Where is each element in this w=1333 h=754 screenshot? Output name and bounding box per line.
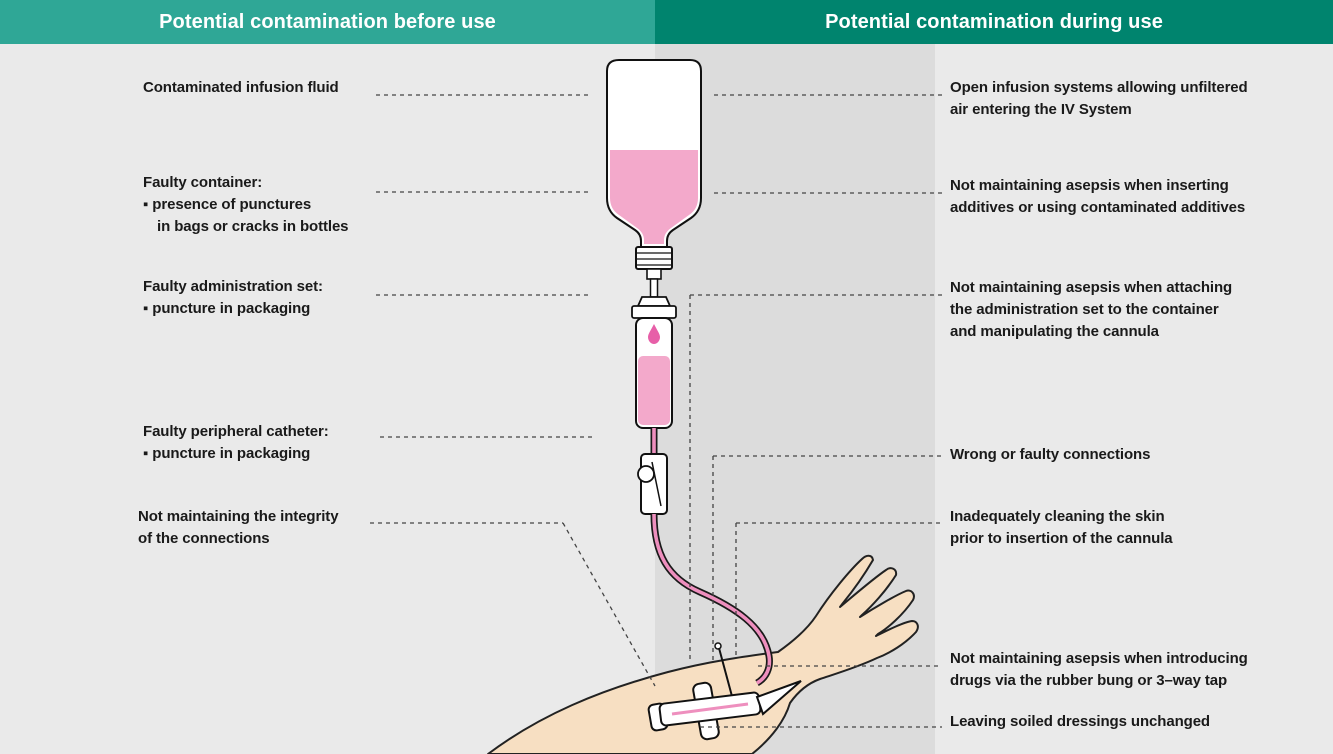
roller-clamp (637, 453, 668, 515)
label-attaching-administration-set: Not maintaining asepsis when attaching t… (950, 277, 1232, 343)
label-line: Contaminated infusion fluid (143, 79, 339, 96)
label-inserting-additives: Not maintaining asepsis when inserting a… (950, 175, 1245, 219)
label-line: Leaving soiled dressings unchanged (950, 713, 1210, 730)
label-line: ▪ presence of punctures (143, 196, 312, 213)
header-during-use-title: Potential contamination during use (825, 10, 1163, 33)
label-line: Faulty container: (143, 174, 263, 191)
label-line: Not maintaining asepsis when inserting (950, 177, 1229, 194)
iv-tubing (650, 513, 773, 687)
label-line: the administration set to the container (950, 301, 1219, 318)
needle-top (714, 642, 722, 650)
label-line: Faulty administration set: (143, 278, 323, 295)
patient-arm-hand (487, 554, 919, 754)
label-line: of the connections (138, 530, 270, 547)
needle (718, 647, 734, 701)
label-line: Wrong or faulty connections (950, 446, 1151, 463)
label-line: Open infusion systems allowing unfiltere… (950, 79, 1248, 96)
peripheral-cannula-three-way-tap (647, 642, 802, 741)
label-line: Not maintaining the integrity (138, 508, 339, 525)
label-faulty-peripheral-catheter: Faulty peripheral catheter: ▪ puncture i… (143, 421, 329, 465)
label-line: Faulty peripheral catheter: (143, 423, 329, 440)
label-soiled-dressings: Leaving soiled dressings unchanged (950, 711, 1210, 733)
bottle-fluid (610, 150, 698, 244)
drip-chamber (631, 296, 677, 429)
label-faulty-container: Faulty container: ▪ presence of puncture… (143, 172, 349, 238)
cannula-tip (755, 680, 802, 716)
header-before-use-title: Potential contamination before use (159, 10, 496, 33)
header-before-use: Potential contamination before use (0, 0, 655, 44)
label-contaminated-infusion-fluid: Contaminated infusion fluid (143, 77, 339, 99)
fluid-drop (648, 324, 660, 344)
label-line: Not maintaining asepsis when attaching (950, 279, 1233, 296)
label-line: in bags or cracks in bottles (157, 218, 349, 235)
label-line: prior to insertion of the cannula (950, 530, 1173, 547)
label-open-infusion-systems: Open infusion systems allowing unfiltere… (950, 77, 1248, 121)
leader-integrity-diagonal (562, 522, 656, 687)
label-line: ▪ puncture in packaging (143, 445, 311, 462)
label-introducing-drugs: Not maintaining asepsis when introducing… (950, 648, 1248, 692)
label-line: air entering the IV System (950, 101, 1132, 118)
label-wrong-faulty-connections: Wrong or faulty connections (950, 444, 1150, 466)
label-line: Inadequately cleaning the skin (950, 508, 1165, 525)
label-line: and manipulating the cannula (950, 323, 1159, 340)
label-faulty-administration-set: Faulty administration set: ▪ puncture in… (143, 276, 323, 320)
label-line: drugs via the rubber bung or 3–way tap (950, 672, 1228, 689)
label-line: additives or using contaminated additive… (950, 199, 1246, 216)
header-during-use: Potential contamination during use (655, 0, 1333, 44)
bottle-cap (635, 246, 673, 298)
iv-fluid-bottle (606, 59, 702, 248)
label-line: Not maintaining asepsis when introducing (950, 650, 1248, 667)
label-line: ▪ puncture in packaging (143, 300, 311, 317)
label-inadequately-cleaning-skin: Inadequately cleaning the skin prior to … (950, 506, 1173, 550)
leader-lines (370, 94, 942, 728)
label-integrity-of-connections: Not maintaining the integrity of the con… (138, 506, 339, 550)
